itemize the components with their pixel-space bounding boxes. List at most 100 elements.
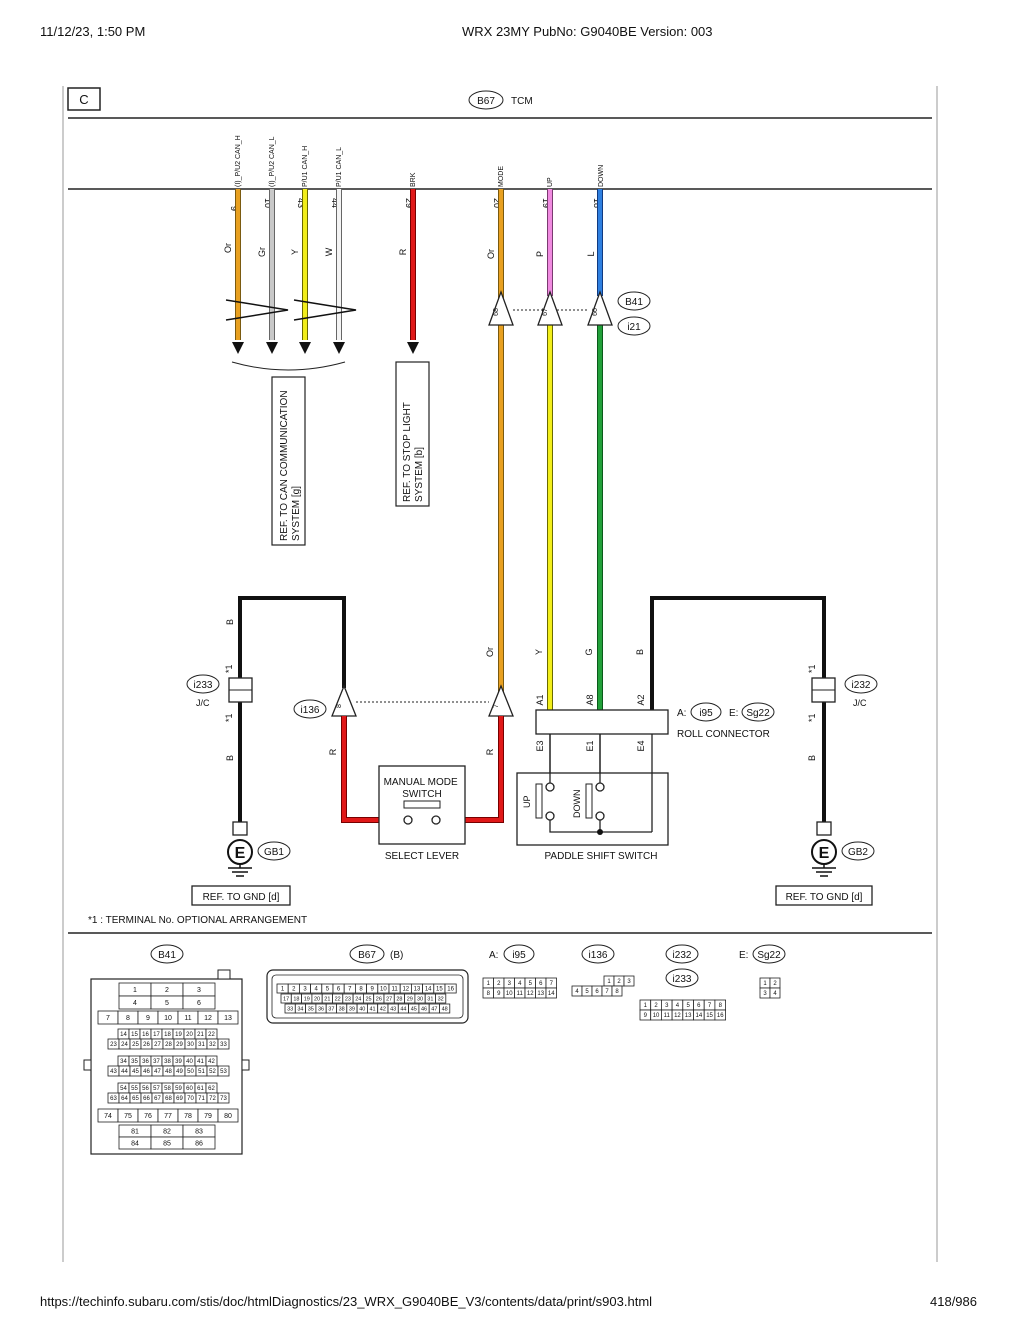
b41-side-tab xyxy=(83,1059,92,1071)
wire-color: R xyxy=(398,248,408,255)
ref-gnd-right[interactable]: REF. TO GND [d] xyxy=(786,892,863,903)
pin-label: 44 xyxy=(121,1069,128,1075)
pin-label: 34 xyxy=(297,1006,303,1012)
down-actuator xyxy=(585,783,593,819)
pin-label: 68 xyxy=(165,1096,172,1102)
wire-color: W xyxy=(324,247,334,256)
pin-label: 5 xyxy=(686,1003,690,1009)
pin-label: 65 xyxy=(132,1096,139,1102)
pin-label: 76 xyxy=(144,1113,152,1120)
pin-number: 19 xyxy=(541,198,551,208)
ref-stop-text[interactable]: REF. TO STOP LIGHT SYSTEM [b] xyxy=(402,400,425,502)
pin-label: 72 xyxy=(209,1096,216,1102)
ground-gb1: E GB1 xyxy=(227,821,291,877)
pin-label: 28 xyxy=(396,996,402,1002)
star-note: *1 xyxy=(807,713,817,722)
pin-label: 18 xyxy=(164,1032,171,1038)
switch-contact xyxy=(595,782,605,792)
pin-label: 1 xyxy=(763,981,767,987)
connector-pin-triangle xyxy=(587,290,613,326)
pin-label: 21 xyxy=(324,996,330,1002)
b41-latch xyxy=(217,969,231,980)
jc-label: J/C xyxy=(196,698,210,708)
wire-color: L xyxy=(586,251,596,256)
ref-can-text[interactable]: REF. TO CAN COMMUNICATION SYSTEM [g] xyxy=(279,388,302,541)
switch-contact xyxy=(403,815,413,825)
pin-label: 7 xyxy=(348,987,352,993)
pin-label: 26 xyxy=(376,996,382,1002)
pin-label: 27 xyxy=(154,1042,161,1048)
pin-label: 8 xyxy=(615,989,619,995)
ground-symbol: E xyxy=(235,845,246,862)
pin-label: 32 xyxy=(438,996,444,1002)
pin-label: 3 xyxy=(508,981,512,987)
pin-label: 41 xyxy=(369,1006,375,1012)
b67-inner-shell xyxy=(271,974,464,1019)
star-note: *1 xyxy=(224,713,234,722)
pin-label: 47 xyxy=(154,1069,161,1075)
pin-label: 46 xyxy=(143,1069,150,1075)
roll-pin: A2 xyxy=(636,694,646,705)
legend-i136-badge xyxy=(581,944,615,964)
pin-label: 62 xyxy=(208,1086,215,1092)
pin-label: 18 xyxy=(293,996,299,1002)
pin-label: 8 xyxy=(487,991,491,997)
connector-pin-number: 8 xyxy=(336,704,343,708)
switch-contact xyxy=(431,815,441,825)
ref-gnd-left[interactable]: REF. TO GND [d] xyxy=(203,892,280,903)
pin-label: 2 xyxy=(292,987,296,993)
pin-label: 4 xyxy=(315,987,319,993)
pin-label: 13 xyxy=(414,987,421,993)
pin-label: 56 xyxy=(142,1086,149,1092)
pin-cell xyxy=(217,1065,230,1077)
pin-label: 34 xyxy=(120,1059,127,1065)
wire-color: B xyxy=(225,755,235,761)
connector-pin-number: 67 xyxy=(542,308,549,316)
arrow-down-icon xyxy=(299,342,311,354)
pin-signal: (I)_P/U2 CAN_H xyxy=(235,135,242,187)
pin-signal: (I)_P/U2 CAN_L xyxy=(269,136,276,187)
b41-connector: 68 67 66 B41 i21 xyxy=(488,290,651,336)
pin-label: 4 xyxy=(518,981,522,987)
pin-signal: P/U1 CAN_L xyxy=(336,147,343,187)
pin-label: 40 xyxy=(359,1006,365,1012)
terminal-note: *1 : TERMINAL No. OPTIONAL ARRANGEMENT xyxy=(88,915,307,926)
pin-label: 37 xyxy=(153,1059,160,1065)
pin-label: 54 xyxy=(120,1086,127,1092)
pin-cell xyxy=(217,1038,230,1050)
roll-pin: E4 xyxy=(636,740,646,751)
pin-label: 20 xyxy=(314,996,320,1002)
pin-label: 71 xyxy=(198,1096,205,1102)
source-url[interactable]: https://techinfo.subaru.com/stis/doc/htm… xyxy=(40,1294,653,1309)
pin-label: 3 xyxy=(763,991,767,997)
pin-label: 14 xyxy=(548,991,555,997)
pin-cell xyxy=(769,987,781,999)
pin-number: 29 xyxy=(404,198,414,208)
paddle-down-label: DOWN xyxy=(572,790,582,819)
pin-label: 7 xyxy=(550,981,554,987)
pin-cell xyxy=(545,987,557,999)
pin-cell xyxy=(217,1092,230,1104)
pin-label: 81 xyxy=(131,1129,139,1136)
ground-terminal xyxy=(816,821,832,836)
pin-label: 78 xyxy=(184,1113,192,1120)
wire-color: R xyxy=(485,748,495,755)
pin-signal: DOWN xyxy=(598,165,605,187)
pin-label: 57 xyxy=(153,1086,160,1092)
pin-label: 3 xyxy=(627,979,631,985)
pin-label: 6 xyxy=(337,987,341,993)
pin-label: 2 xyxy=(165,987,169,994)
pin-label: 82 xyxy=(163,1129,171,1136)
pin-label: 61 xyxy=(197,1086,204,1092)
pin-label: 36 xyxy=(318,1006,324,1012)
pin-label: 52 xyxy=(209,1069,216,1075)
i232-badge xyxy=(844,674,878,694)
pin-label: 84 xyxy=(131,1141,139,1148)
pin-label: 80 xyxy=(224,1113,232,1120)
legend-i233-label: i233 xyxy=(673,974,692,985)
pin-label: 4 xyxy=(676,1003,680,1009)
section-letter: C xyxy=(79,92,88,107)
pin-label: 21 xyxy=(197,1032,204,1038)
